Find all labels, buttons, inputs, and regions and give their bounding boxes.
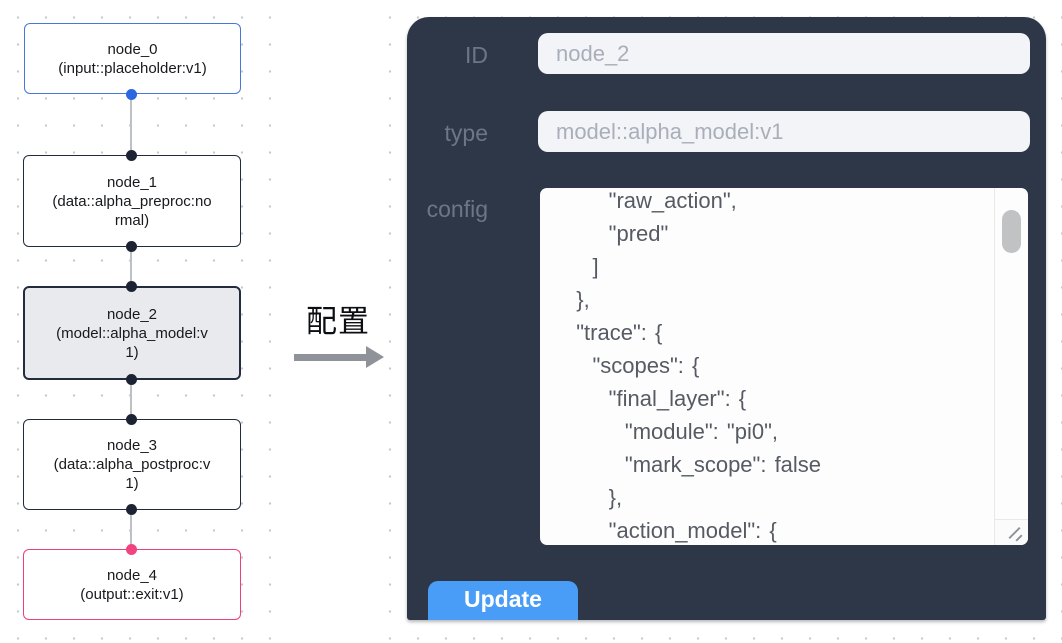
node-id-label: node_1 bbox=[106, 173, 158, 191]
flow-node-node-3[interactable]: node_3 (data::alpha_postproc:v1) bbox=[23, 419, 241, 510]
update-button[interactable]: Update bbox=[428, 581, 578, 620]
transition-label: 配置 bbox=[306, 304, 370, 339]
port-handle-blue[interactable] bbox=[126, 89, 137, 100]
config-panel: ID type config "raw_action", "pred" ] },… bbox=[407, 17, 1046, 620]
node-id-label: node_0 bbox=[107, 40, 158, 58]
node-type-label: (model::alpha_model:v1) bbox=[56, 324, 208, 361]
type-input[interactable] bbox=[538, 111, 1030, 152]
port-handle[interactable] bbox=[126, 150, 137, 161]
config-field-label: config bbox=[426, 196, 488, 222]
flow-node-node-2-selected[interactable]: node_2 (model::alpha_model:v1) bbox=[23, 286, 241, 380]
port-handle[interactable] bbox=[126, 414, 137, 425]
flow-node-node-0[interactable]: node_0 (input::placeholder:v1) bbox=[24, 23, 241, 94]
node-type-label: (data::alpha_preproc:normal) bbox=[52, 192, 212, 229]
flow-node-node-1[interactable]: node_1 (data::alpha_preproc:normal) bbox=[23, 155, 241, 247]
config-json-content: "raw_action", "pred" ] }, "trace": { "sc… bbox=[576, 188, 822, 543]
node-type-label: (output::exit:v1) bbox=[80, 585, 184, 603]
port-handle[interactable] bbox=[126, 504, 137, 515]
id-input[interactable] bbox=[538, 33, 1030, 74]
config-json-textarea[interactable]: "raw_action", "pred" ] }, "trace": { "sc… bbox=[540, 188, 1028, 545]
node-id-label: node_3 bbox=[106, 437, 158, 454]
resize-corner[interactable] bbox=[995, 519, 1028, 545]
node-type-label: (data::alpha_postproc:v1) bbox=[53, 456, 211, 492]
scrollbar-thumb[interactable] bbox=[1002, 210, 1021, 253]
flow-node-node-4[interactable]: node_4 (output::exit:v1) bbox=[23, 549, 241, 620]
port-handle[interactable] bbox=[126, 241, 137, 252]
node-id-label: node_2 bbox=[106, 305, 158, 323]
port-handle-pink[interactable] bbox=[126, 544, 137, 555]
scrollbar-track-divider bbox=[994, 188, 995, 545]
type-field-label: type bbox=[444, 120, 488, 146]
node-id-label: node_4 bbox=[106, 566, 158, 584]
update-button-label: Update bbox=[464, 585, 542, 612]
node-type-label: (input::placeholder:v1) bbox=[58, 59, 207, 77]
config-canvas: ID type config "raw_action", "pred" ] },… bbox=[372, 0, 1062, 643]
flow-canvas: node_0 (input::placeholder:v1) node_1 (d… bbox=[0, 0, 286, 643]
id-field-label: ID bbox=[465, 42, 488, 68]
port-handle[interactable] bbox=[126, 281, 137, 292]
port-handle[interactable] bbox=[126, 374, 137, 385]
resize-handle-icon bbox=[1015, 534, 1023, 542]
